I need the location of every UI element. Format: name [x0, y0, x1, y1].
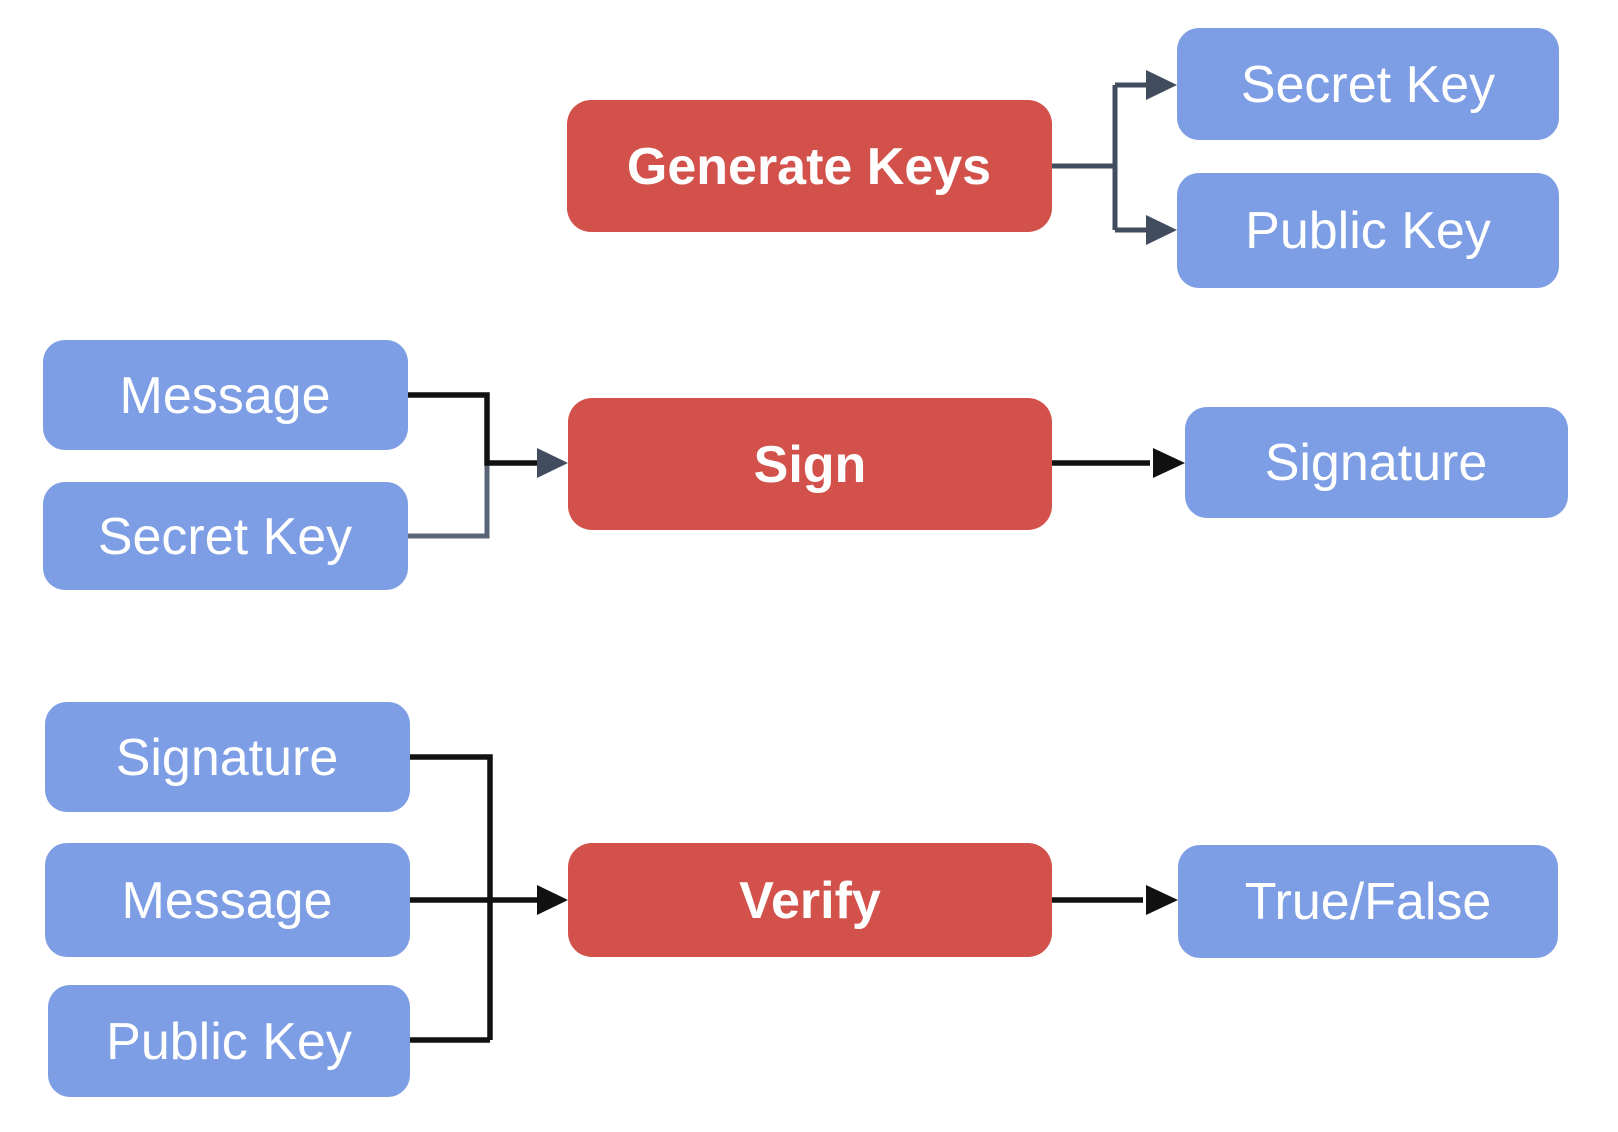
node-label: Message: [120, 367, 331, 425]
connector-line: [410, 754, 537, 1043]
connector-line: [408, 463, 490, 539]
node-public-key-verify-input: Public Key: [48, 985, 410, 1097]
node-label: Secret Key: [1241, 56, 1495, 114]
arrowhead-icon: [1146, 215, 1177, 245]
node-label: True/False: [1245, 873, 1492, 931]
data-box: [1177, 173, 1559, 288]
connector-verify-to-result: [1052, 885, 1178, 915]
connector-sign-to-signature: [1052, 448, 1185, 478]
node-generate-keys: Generate Keys: [567, 100, 1052, 232]
connector-generate-to-keys: [1052, 70, 1177, 245]
node-verify: Verify: [568, 843, 1052, 957]
data-box: [48, 985, 410, 1097]
node-label: Verify: [739, 872, 881, 930]
node-signature-verify-input: Signature: [45, 702, 410, 812]
node-message-verify-input: Message: [45, 843, 410, 957]
process-box: [568, 843, 1052, 957]
data-box: [1185, 407, 1568, 518]
connector-inputs-to-verify: [410, 754, 568, 1043]
arrowhead-icon: [537, 885, 568, 915]
connector-message-to-sign: [408, 392, 568, 478]
arrowhead-icon: [1146, 70, 1177, 100]
node-label: Public Key: [1245, 202, 1491, 260]
arrowhead-icon: [1153, 448, 1185, 478]
connector-line: [1052, 82, 1148, 233]
node-label: Message: [122, 872, 333, 930]
arrowhead-icon: [537, 448, 568, 478]
node-message-sign-input: Message: [43, 340, 408, 450]
connector-secretkey-to-sign: [408, 463, 490, 539]
node-label: Generate Keys: [627, 138, 991, 196]
node-signature-output: Signature: [1185, 407, 1568, 518]
data-box: [45, 702, 410, 812]
data-box: [45, 843, 410, 957]
data-box: [1178, 845, 1558, 958]
node-label: Secret Key: [98, 508, 352, 566]
process-box: [567, 100, 1052, 232]
node-secret-key-output: Secret Key: [1177, 28, 1559, 140]
connector-line: [408, 392, 537, 466]
node-sign: Sign: [568, 398, 1052, 530]
node-public-key-output: Public Key: [1177, 173, 1559, 288]
data-box: [1177, 28, 1559, 140]
node-label: Signature: [116, 729, 339, 787]
node-secret-key-sign-input: Secret Key: [43, 482, 408, 590]
data-box: [43, 482, 408, 590]
node-label: Sign: [754, 436, 867, 494]
node-true-false-output: True/False: [1178, 845, 1558, 958]
process-box: [568, 398, 1052, 530]
data-box: [43, 340, 408, 450]
node-label: Public Key: [106, 1013, 352, 1071]
arrowhead-icon: [1146, 885, 1178, 915]
node-label: Signature: [1265, 434, 1488, 492]
